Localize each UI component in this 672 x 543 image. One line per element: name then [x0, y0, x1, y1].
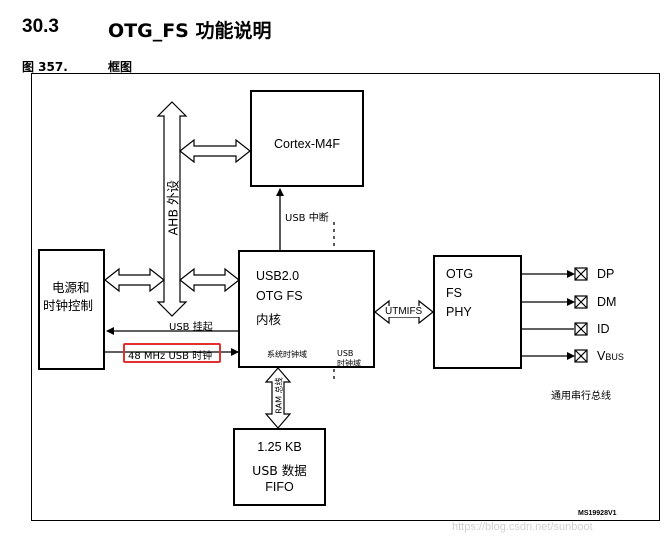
otg-fs-phy-block: OTG FS PHY — [433, 255, 522, 369]
phy-line-1: OTG — [446, 267, 474, 281]
usb-clock-label: 48 MHz USB 时钟 — [128, 351, 213, 362]
pin-dp-label: DP — [597, 267, 615, 281]
pin-vbus-sub: BUS — [605, 352, 624, 362]
figure-title: 框图 — [108, 60, 133, 74]
fifo-line-3: FIFO — [265, 480, 294, 494]
ahb-bus-label: AHB 外设 — [165, 180, 181, 236]
pin-dm-label: DM — [597, 295, 617, 309]
fifo-line-1: 1.25 KB — [257, 440, 302, 454]
watermark: https://blog.csdn.net/sunboot — [452, 521, 593, 533]
core-line-1: USB2.0 — [256, 269, 300, 283]
usb-suspend-label: USB 挂起 — [169, 322, 213, 333]
ahb-core-arrow — [179, 267, 240, 293]
power-clock-line-1: 电源和 — [52, 280, 90, 295]
ram-bus-label: RAM 总线 — [274, 377, 284, 414]
core-line-2: OTG FS — [256, 289, 303, 303]
fifo-line-2: USB 数据 — [252, 463, 307, 478]
pin-vbus-v: V — [597, 349, 606, 363]
usb-irq-label: USB 中断 — [285, 213, 329, 224]
usb-otg-core-block: USB2.0 OTG FS 内核 系统时钟域 USB 时钟域 — [238, 250, 375, 368]
figure-frame — [31, 73, 660, 521]
cortex-m4f-block: Cortex-M4F — [250, 90, 364, 187]
pin-pads — [574, 267, 588, 363]
system-clock-domain-label: 系统时钟域 — [267, 350, 307, 359]
phy-line-2: FS — [446, 286, 462, 300]
usb-clock-domain-line-1: USB — [337, 349, 354, 358]
core-line-3: 内核 — [256, 312, 282, 327]
section-title: OTG_FS 功能说明 — [108, 20, 272, 42]
ahb-cortex-arrow — [179, 138, 251, 164]
phy-line-3: PHY — [446, 305, 472, 319]
usb-fifo-block: 1.25 KB USB 数据 FIFO — [233, 428, 326, 506]
pin-arrows — [515, 270, 575, 360]
pin-vbus-label: VBUS — [597, 349, 624, 363]
clock-highlight-box — [123, 343, 221, 363]
power-ahb-arrow — [104, 267, 165, 293]
serial-bus-label: 通用串行总线 — [551, 391, 611, 402]
cortex-label: Cortex-M4F — [274, 137, 340, 151]
utmifs-label: UTMIFS — [385, 306, 423, 317]
power-clock-line-2: 时钟控制 — [43, 298, 94, 313]
usb-clock-domain-line-2: 时钟域 — [337, 359, 361, 368]
pin-id-label: ID — [597, 322, 610, 336]
power-clock-block: 电源和 时钟控制 — [38, 249, 105, 370]
figure-number: 图 357. — [22, 60, 68, 74]
ahb-bus-arrow — [156, 101, 188, 317]
section-number: 30.3 — [22, 16, 59, 37]
doc-id: MS19928V1 — [578, 510, 617, 517]
